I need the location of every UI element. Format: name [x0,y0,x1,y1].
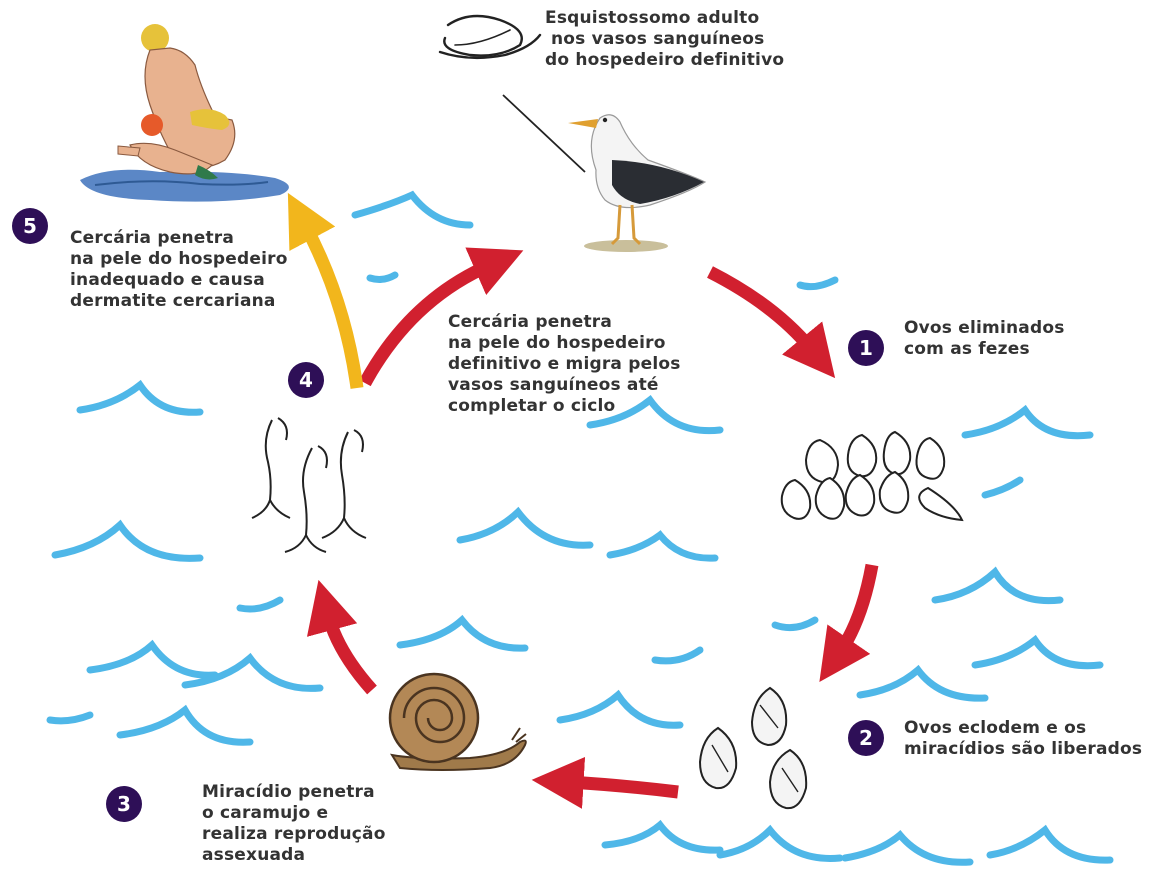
step-5-label: Cercária penetra na pele do hospedeiro i… [70,228,288,312]
step-4-label: Cercária penetra na pele do hospedeiro d… [448,312,681,417]
label-line: assexuada [202,845,386,866]
label-line: o caramujo e [202,803,386,824]
step-2-label: Ovos eclodem e os miracídios são liberad… [904,718,1142,760]
step-number-1: 1 [859,336,873,360]
label-line: do hospedeiro definitivo [545,50,784,71]
snail-icon [390,674,526,770]
step-badge-1: 1 [848,330,884,366]
label-line: na pele do hospedeiro [448,333,681,354]
step-badge-4: 4 [288,362,324,398]
label-line: Cercária penetra [448,312,681,333]
label-line: com as fezes [904,339,1065,360]
label-line: Esquistossomo adulto [545,8,784,29]
adult-worm-label: Esquistossomo adulto nos vasos sanguíneo… [545,8,784,71]
label-line: inadequado e causa [70,270,288,291]
eggs-icon [782,432,962,520]
arrow-snail-to-cercariae [328,615,372,690]
step-number-3: 3 [117,792,131,816]
step-number-2: 2 [859,726,873,750]
miracidia-icon [700,688,806,808]
step-badge-5: 5 [12,208,48,244]
gull-icon [568,115,705,252]
cercariae-icon [252,418,366,552]
label-line: Ovos eliminados [904,318,1065,339]
step-number-4: 4 [299,368,313,392]
pointer-line [503,95,585,172]
adult-worm-icon [440,16,540,58]
step-badge-2: 2 [848,720,884,756]
label-line: definitivo e migra pelos [448,354,681,375]
step-1-label: Ovos eliminados com as fezes [904,318,1065,360]
step-3-label: Miracídio penetra o caramujo e realiza r… [202,782,386,866]
arrow-bird-to-eggs [710,272,812,350]
label-line: dermatite cercariana [70,291,288,312]
arrow-eggs-to-miracidia [840,565,872,652]
label-line: vasos sanguíneos até [448,375,681,396]
label-line: realiza reprodução [202,824,386,845]
label-line: Cercária penetra [70,228,288,249]
label-line: miracídios são liberados [904,739,1142,760]
step-number-5: 5 [23,214,37,238]
arrow-miracidia-to-snail [568,782,678,792]
label-line: nos vasos sanguíneos [545,29,784,50]
step-badge-3: 3 [106,786,142,822]
label-line: na pele do hospedeiro [70,249,288,270]
label-line: completar o ciclo [448,396,681,417]
label-line: Ovos eclodem e os [904,718,1142,739]
label-line: Miracídio penetra [202,782,386,803]
swimmers-icon [80,24,289,202]
